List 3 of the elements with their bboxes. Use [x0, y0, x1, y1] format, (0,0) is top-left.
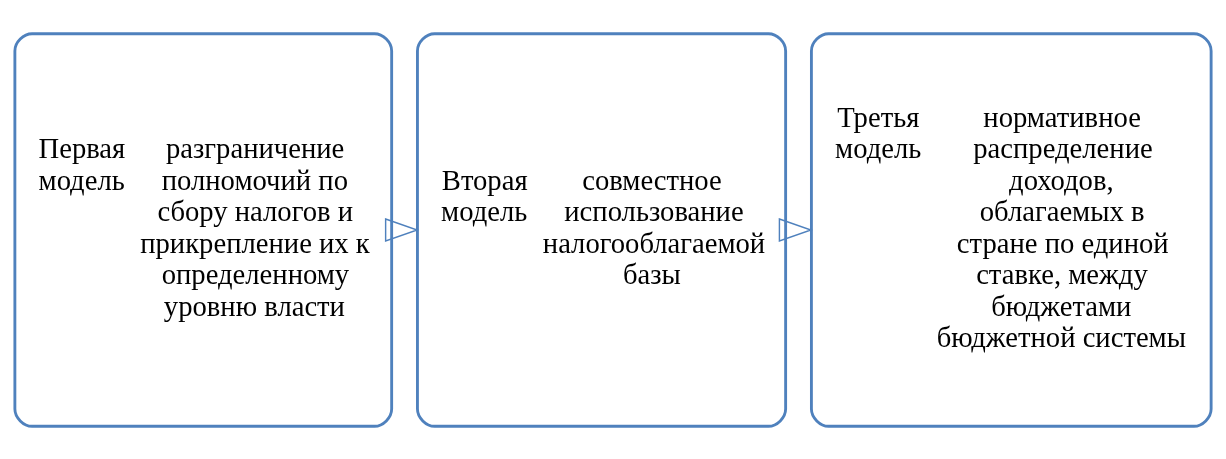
node-box: Третья модель нормативное распределение доходов, облагаемых в стране по единой ставке, между бюджетами бюджетной системы: [810, 31, 1213, 428]
arrow: [384, 217, 420, 242]
arrow: [778, 217, 814, 242]
